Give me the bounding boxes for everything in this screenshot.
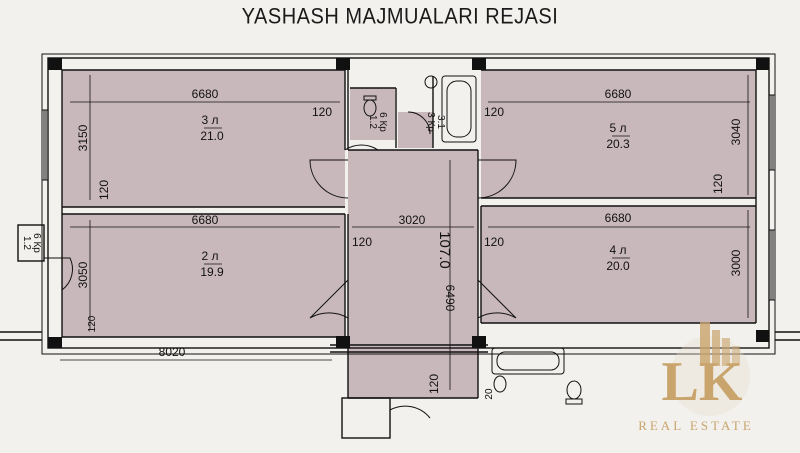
columns — [48, 58, 769, 348]
room-3-wall-vertical: 120 — [97, 180, 111, 200]
room-4-name: 4 л — [609, 243, 626, 257]
logo-letters: LK — [662, 351, 743, 413]
room-2-fill — [62, 214, 345, 337]
room-4-height: 3000 — [729, 249, 743, 276]
walls — [0, 53, 800, 439]
room-3-area: 21.0 — [200, 129, 224, 143]
wc-fill — [350, 88, 395, 140]
room-3-name: 3 л — [201, 113, 218, 127]
bath-name: 3 Кр — [425, 112, 436, 132]
room-2-width: 6680 — [192, 213, 219, 227]
bath-area: 3.1 — [435, 115, 446, 129]
room-4-wall: 120 — [484, 235, 504, 249]
corridor-fill — [348, 150, 478, 398]
room-4-width: 6680 — [605, 211, 632, 225]
room-3-height: 3150 — [76, 124, 90, 151]
sink-icon — [424, 75, 507, 393]
balcony-name: 6 Кр — [31, 233, 42, 253]
room-3-wall: 120 — [312, 105, 332, 119]
room-2-wall: 120 — [352, 235, 372, 249]
corridor-wall: 120 — [427, 374, 441, 394]
logo-tagline: REAL ESTATE — [638, 418, 754, 433]
wc-area: 1.2 — [367, 115, 378, 129]
room-5-area: 20.3 — [606, 137, 630, 151]
dimension-lines — [60, 75, 750, 390]
total-area: 107.0 — [436, 231, 453, 269]
room-5-wall: 120 — [484, 105, 504, 119]
plan-title: YASHASH MAJMUALARI REJASI — [241, 4, 559, 30]
wc-name: 6 Кр — [377, 112, 388, 132]
room-2-name: 2 л — [201, 249, 218, 263]
door-swing-icon — [44, 111, 517, 419]
room-4-fill — [481, 206, 756, 323]
room-3-width: 6680 — [192, 87, 219, 101]
corridor-wall-short: 20 — [484, 388, 495, 400]
room-5-name: 5 л — [609, 121, 626, 135]
room-fills — [62, 70, 756, 398]
room-2-height: 3050 — [76, 261, 90, 288]
windows — [42, 94, 775, 301]
building-logo-icon — [670, 322, 750, 416]
room-5-width: 6680 — [605, 87, 632, 101]
room-5-wall-vertical: 120 — [711, 174, 725, 194]
room-4-area: 20.0 — [606, 259, 630, 273]
room-2-area: 19.9 — [200, 265, 224, 279]
small-room-fill — [398, 112, 433, 148]
room-2-wall-vertical: 120 — [87, 315, 98, 332]
room-5-fill — [481, 70, 756, 198]
bathtub-icon — [441, 75, 565, 375]
corridor-width: 3020 — [399, 213, 426, 227]
bottom-length: 8020 — [159, 345, 186, 359]
room-3-fill — [62, 70, 345, 207]
corridor-length: 6490 — [443, 285, 457, 312]
toilet-icon — [363, 95, 583, 405]
balcony-area: 1.2 — [21, 236, 32, 250]
room-5-height: 3040 — [729, 118, 743, 145]
